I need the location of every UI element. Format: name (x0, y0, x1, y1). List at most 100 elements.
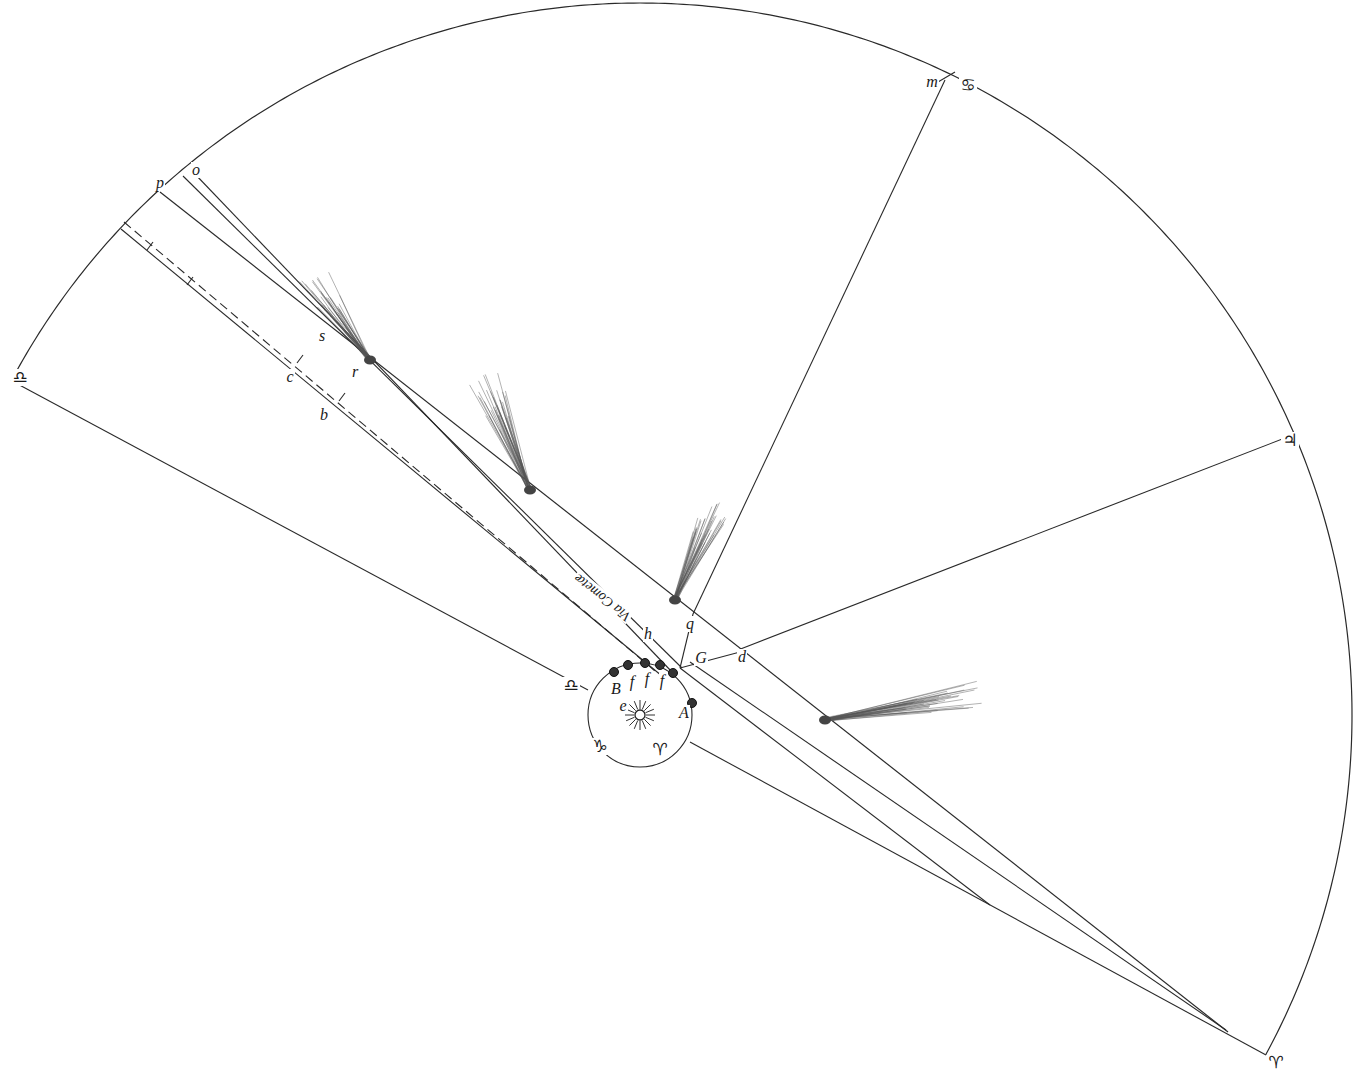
sun-ray (642, 701, 645, 709)
sun-ray (646, 717, 654, 720)
point-letter: p (155, 175, 165, 191)
comet-tail (478, 396, 530, 492)
label-holder: d (737, 648, 747, 666)
comet-tail (307, 290, 372, 359)
comet-head (669, 596, 681, 605)
comet-tail (825, 700, 939, 719)
comet-head (819, 716, 831, 725)
tick-mark (339, 393, 345, 401)
zodiac-sign: ♎ (562, 677, 579, 694)
label-holder: m (925, 73, 939, 91)
comet (300, 272, 376, 364)
sun-ray (644, 719, 650, 725)
comet-tail (675, 507, 712, 601)
comet-tail (317, 307, 370, 361)
sight-line (680, 668, 990, 905)
label-holder: ♈ (651, 741, 668, 759)
point-letter: b (319, 407, 329, 423)
sun-ray (634, 721, 637, 729)
point-letter: m (925, 74, 939, 90)
sun-ray (646, 715, 655, 716)
sun-ray (625, 715, 634, 716)
point-letter: Via Cometæ (571, 570, 635, 624)
label-holder: e (618, 697, 627, 715)
sight-line (194, 173, 672, 672)
arc-tick (938, 72, 955, 82)
comet-tail (673, 528, 696, 599)
diameter-line (12, 381, 588, 690)
sun-ray (640, 700, 641, 709)
sight-line (693, 80, 945, 614)
comet-tail (500, 430, 529, 491)
label-holder: o (191, 161, 201, 179)
comet-tail (824, 699, 917, 720)
zodiac-arc (11, 3, 1352, 1055)
label-holder: ♑ (591, 738, 608, 756)
comet-tail (674, 522, 723, 601)
tick-mark (147, 242, 153, 250)
comet-tail (675, 516, 716, 599)
tick-mark (187, 277, 193, 285)
comet-tail (498, 373, 530, 492)
label-holder: G (694, 649, 708, 667)
comet-tail (824, 700, 924, 718)
comet-tail (825, 699, 963, 721)
zodiac-sign: ♈ (651, 741, 668, 758)
point-letter: o (191, 162, 201, 178)
zodiac-sign: ♑ (591, 738, 608, 755)
earth-position (610, 668, 619, 677)
comet-tail (673, 533, 702, 600)
point-letter: q (685, 616, 695, 632)
label-holder: c (285, 368, 294, 386)
label-holder: ♎ (11, 369, 28, 387)
comet-tail (675, 517, 725, 600)
sight-line (124, 222, 655, 671)
point-letter: d (737, 649, 747, 665)
sun-ray (642, 721, 645, 729)
point-letter: B (610, 681, 622, 697)
comet-tail (336, 313, 369, 360)
comet-tail (312, 280, 370, 360)
sun-ray (629, 704, 635, 710)
comet-tail (486, 416, 530, 492)
comet-tail (674, 519, 721, 600)
sight-line (738, 436, 1290, 650)
sun-ray (629, 719, 635, 725)
comet-tail (673, 521, 711, 600)
comet-tail (323, 305, 368, 362)
comet-tail (500, 400, 529, 491)
sun-ray (640, 721, 641, 730)
point-letter: G (694, 650, 708, 666)
sun-ray (626, 717, 634, 720)
comet-tail (318, 307, 369, 359)
diameter-line (690, 742, 1266, 1055)
point-letter: A (678, 705, 690, 721)
earth-position (656, 661, 665, 670)
sun-disc (635, 710, 645, 720)
label-holder: ♃ (1281, 432, 1298, 450)
comet-tail (676, 521, 701, 599)
label-holder: s (318, 327, 326, 345)
label-holder: ♈ (1267, 1054, 1284, 1072)
point-letter: e (618, 698, 627, 714)
earth-position (669, 669, 678, 678)
comet-head (524, 486, 536, 495)
comet (819, 681, 982, 724)
earth-position (641, 659, 650, 668)
label-holder: f (659, 672, 665, 690)
label-holder: q (685, 615, 695, 633)
point-letter: r (351, 364, 359, 380)
label-holder: Via Cometæ (569, 569, 635, 626)
comet-tail (675, 530, 712, 602)
label-holder: b (319, 406, 329, 424)
point-letter: h (643, 626, 653, 642)
label-holder: A (678, 704, 690, 722)
comet-tail (824, 690, 975, 721)
earth-orbit (588, 663, 692, 767)
zodiac-sign: ♃ (1281, 432, 1298, 449)
point-letter: s (318, 328, 326, 344)
comet-tail (505, 391, 531, 491)
label-holder: h (643, 625, 653, 643)
earth-position (624, 661, 633, 670)
